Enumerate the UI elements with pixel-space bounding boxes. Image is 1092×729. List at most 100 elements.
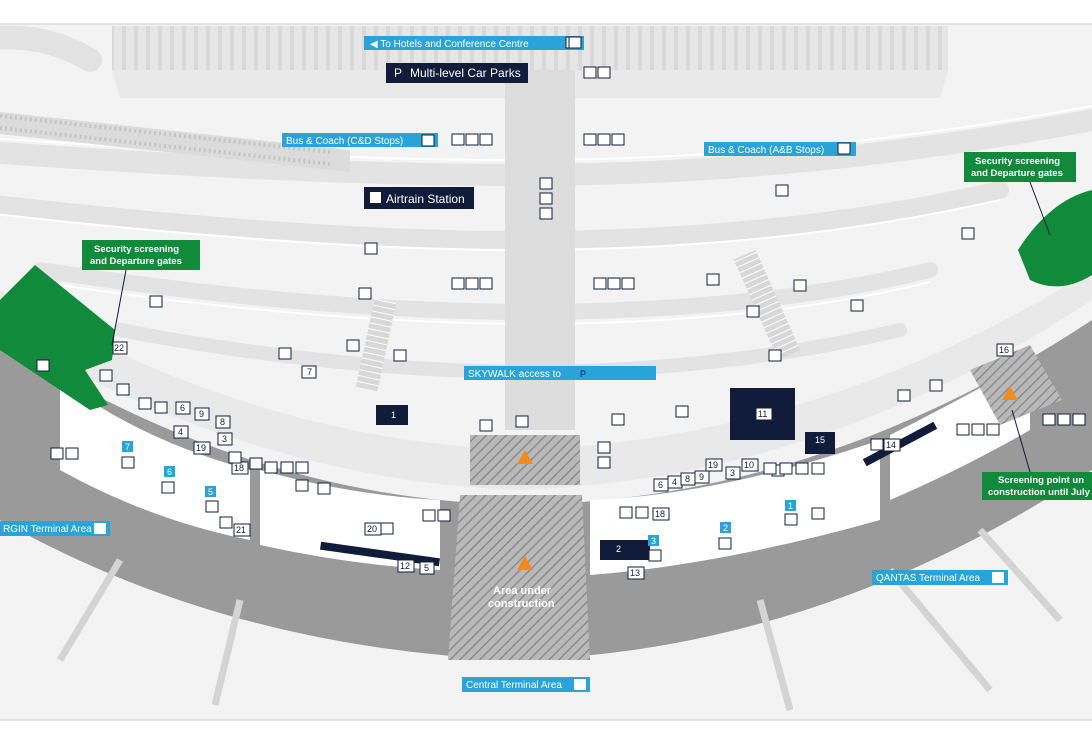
info-icon	[422, 509, 436, 522]
car-parks-label: P Multi-level Car Parks	[386, 63, 528, 83]
accessible-icon	[264, 461, 278, 474]
svg-text:4: 4	[672, 477, 677, 487]
svg-text:19: 19	[708, 460, 718, 470]
lift-icon	[583, 66, 597, 79]
svg-text:18: 18	[234, 463, 244, 473]
baggage-icon	[205, 500, 219, 513]
svg-text:7: 7	[307, 367, 312, 377]
svg-text:construction: construction	[488, 598, 555, 610]
baggage-icon	[718, 537, 732, 550]
car-icon	[515, 415, 529, 428]
svg-text:Security screening: Security screening	[975, 156, 1060, 167]
stairs-icon	[65, 447, 79, 460]
svg-text:9: 9	[699, 472, 704, 482]
terminal-building	[0, 320, 1092, 660]
svg-text:SKYWALK access to: SKYWALK access to	[468, 369, 561, 380]
svg-text:3: 3	[730, 468, 735, 478]
svg-text:20: 20	[367, 524, 377, 534]
stairs-icon	[621, 277, 635, 290]
svg-text:RGIN Terminal Area: RGIN Terminal Area	[3, 524, 92, 535]
baggage-icon	[161, 481, 175, 494]
skywalk-label: SKYWALK access to P	[464, 366, 656, 380]
stairs-icon	[465, 133, 479, 146]
accessible-icon	[1057, 413, 1071, 426]
info-icon	[393, 349, 407, 362]
accessible-icon	[116, 383, 130, 396]
baggage-icon	[121, 456, 135, 469]
qantas-terminal-link[interactable]: QANTAS Terminal Area	[872, 570, 1008, 585]
dining-icon	[228, 451, 242, 464]
lift-icon	[583, 133, 597, 146]
info-icon	[746, 305, 760, 318]
svg-text:6: 6	[167, 467, 172, 477]
hazard-icon	[517, 450, 533, 464]
bus-icon	[568, 36, 582, 49]
baggage-icon	[870, 438, 884, 451]
atm-icon	[278, 347, 292, 360]
virgin-terminal-link[interactable]: RGIN Terminal Area	[0, 521, 110, 536]
escalator-icon	[50, 447, 64, 460]
plane-icon	[574, 679, 586, 690]
svg-text:3: 3	[222, 434, 227, 444]
svg-text:2: 2	[616, 544, 621, 554]
toilet-icon	[763, 462, 777, 475]
lift-icon	[986, 423, 1000, 436]
svg-text:15: 15	[815, 435, 825, 445]
central-terminal-link[interactable]: Central Terminal Area	[462, 677, 590, 692]
escalator-icon	[451, 133, 465, 146]
accessible-icon	[779, 462, 793, 475]
taxi-icon	[479, 419, 493, 432]
svg-text:7: 7	[125, 442, 130, 452]
parking-icon: P	[580, 369, 586, 379]
svg-text:19: 19	[196, 443, 206, 453]
svg-text:22: 22	[114, 343, 124, 353]
construction-zone-main	[448, 495, 590, 660]
hazard-icon	[1002, 386, 1018, 400]
lift-icon	[479, 133, 493, 146]
baggage-icon	[811, 507, 825, 520]
hotels-link[interactable]: ◀ To Hotels and Conference Centre	[364, 36, 584, 50]
svg-text:Multi-level Car Parks: Multi-level Car Parks	[410, 66, 521, 80]
escalator-icon	[539, 192, 553, 205]
svg-text:Area under: Area under	[493, 585, 552, 597]
svg-text:1: 1	[391, 410, 396, 420]
info-icon	[437, 509, 451, 522]
plane-icon	[992, 572, 1004, 583]
svg-text:4: 4	[178, 427, 183, 437]
bus-ab-label: Bus & Coach (A&B Stops)	[704, 142, 856, 156]
info-icon	[154, 401, 168, 414]
escalator-icon	[465, 277, 479, 290]
svg-text:5: 5	[208, 487, 213, 497]
security-label-right: Security screening and Departure gates	[964, 152, 1076, 236]
info-icon	[793, 279, 807, 292]
svg-text:Screening point un: Screening point un	[998, 475, 1084, 486]
bus-icon	[837, 142, 851, 155]
svg-text:8: 8	[220, 417, 225, 427]
accessible-icon	[619, 506, 633, 519]
info-icon	[929, 379, 943, 392]
toilet-icon	[1042, 413, 1056, 426]
bus-icon	[597, 66, 611, 79]
escalator-icon	[956, 423, 970, 436]
taxi-icon	[675, 405, 689, 418]
security-area-right	[1018, 190, 1092, 287]
svg-text:8: 8	[685, 474, 690, 484]
gate-markers: 7 6 5 2 3 1	[122, 441, 796, 546]
toilet-icon	[295, 461, 309, 474]
piers	[56, 527, 1063, 711]
baggage-icon	[380, 522, 394, 535]
svg-text:Airtrain Station: Airtrain Station	[386, 192, 465, 206]
ticket-icon	[358, 287, 372, 300]
svg-text:◀ To Hotels and Conference Cen: ◀ To Hotels and Conference Centre	[370, 39, 529, 50]
lift-icon	[451, 277, 465, 290]
escalator-icon	[607, 277, 621, 290]
dining-icon	[811, 462, 825, 475]
svg-text:1: 1	[788, 501, 793, 511]
parking-icon: P	[394, 66, 402, 80]
hazard-icon	[517, 556, 533, 570]
escalator-icon	[611, 133, 625, 146]
toilet-icon	[249, 457, 263, 470]
airtrain-label: Airtrain Station	[364, 187, 474, 209]
